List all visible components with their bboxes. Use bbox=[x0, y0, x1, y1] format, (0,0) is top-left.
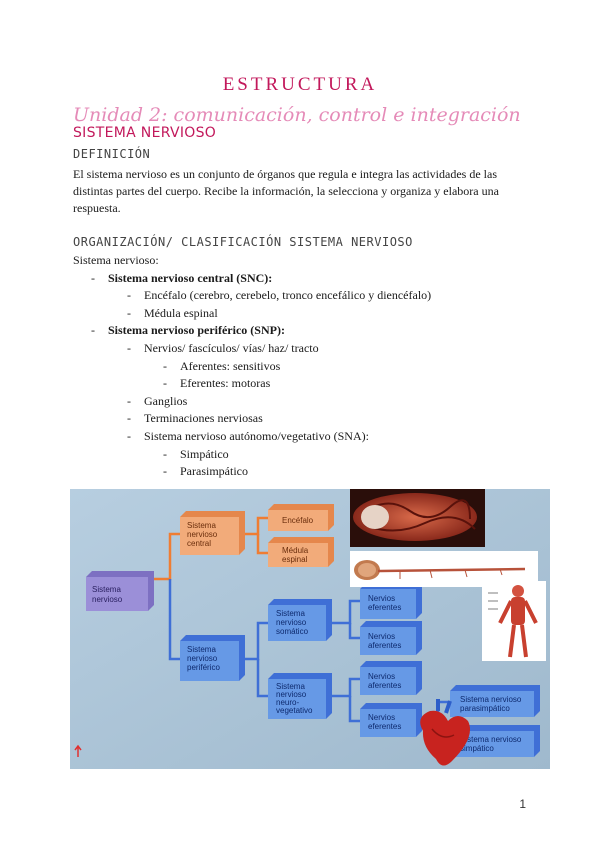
box-label-line: parasimpático bbox=[460, 704, 510, 713]
box-label-line: Sistema bbox=[187, 521, 216, 530]
list-bullet: - bbox=[127, 288, 131, 303]
box-aferentes-vegetativo: Nervios aferentes bbox=[360, 661, 422, 695]
list-intro: Sistema nervioso: bbox=[73, 253, 159, 267]
section-heading: SISTEMA NERVIOSO bbox=[73, 125, 217, 141]
box-parasimpatico: Sistema nervioso parasimpático bbox=[450, 685, 540, 717]
box-label-line: Nervios bbox=[368, 594, 395, 603]
box-somatico: Sistema nervioso somático bbox=[268, 599, 332, 641]
box-label-line: nervioso bbox=[187, 654, 218, 663]
box-sistema-nervioso: Sistema nervioso bbox=[86, 571, 154, 611]
small-arrow-icon bbox=[74, 744, 82, 757]
orange-connectors bbox=[154, 516, 268, 581]
list-item: - Terminaciones nerviosas bbox=[73, 410, 431, 428]
page-number: 1 bbox=[519, 797, 526, 811]
list-item: - Sistema nervioso autónomo/vegetativo (… bbox=[73, 428, 431, 446]
list-item: - Simpático bbox=[73, 446, 431, 464]
list-bullet: - bbox=[127, 393, 131, 408]
box-label-line: nervioso bbox=[92, 595, 123, 604]
box-label-line: vegetativo bbox=[276, 706, 313, 715]
box-label-line: somático bbox=[276, 627, 309, 636]
box-vegetativo: Sistema nervioso neuro- vegetativo bbox=[268, 673, 332, 719]
box-label-line: Sistema bbox=[92, 585, 121, 594]
box-label-line: eferentes bbox=[368, 603, 401, 612]
box-label-line: aferentes bbox=[368, 681, 401, 690]
box-label-line: periférico bbox=[187, 663, 220, 672]
definition-paragraph: El sistema nervioso es un conjunto de ór… bbox=[73, 167, 499, 215]
page-title: ESTRUCTURA bbox=[222, 74, 378, 95]
brain-photo bbox=[350, 489, 485, 547]
box-label-line: eferentes bbox=[368, 722, 401, 731]
box-label-line: Nervios bbox=[368, 713, 395, 722]
diagram-svg: Sistema nervioso Sistema nervioso centra… bbox=[70, 489, 550, 769]
list-item: - Encéfalo (cerebro, cerebelo, tronco en… bbox=[73, 287, 431, 305]
list-item: - Sistema nervioso central (SNC): bbox=[73, 270, 431, 288]
box-label-line: Nervios bbox=[368, 672, 395, 681]
list-item: - Parasimpático bbox=[73, 463, 431, 481]
box-medula: Médula espinal bbox=[268, 537, 334, 567]
box-eferentes-vegetativo: Nervios eferentes bbox=[360, 703, 422, 737]
box-label-line: Médula bbox=[282, 546, 309, 555]
box-label-line: Sistema nervioso bbox=[460, 695, 522, 704]
box-label-line: neuro- bbox=[276, 698, 299, 707]
box-aferentes-somatico: Nervios aferentes bbox=[360, 621, 422, 655]
box-simpatico: Sistema nervioso simpático bbox=[450, 725, 540, 757]
list-item: - Eferentes: motoras bbox=[73, 375, 431, 393]
box-label-line: espinal bbox=[282, 555, 308, 564]
box-label-line: Sistema bbox=[276, 682, 305, 691]
nervous-system-diagram: Sistema nervioso Sistema nervioso centra… bbox=[70, 489, 550, 769]
list-bullet: - bbox=[91, 270, 95, 285]
list-bullet: - bbox=[127, 428, 131, 443]
definition-heading: DEFINICIÓN bbox=[73, 147, 151, 161]
box-label-line: simpático bbox=[460, 744, 494, 753]
list-item: - Ganglios bbox=[73, 393, 431, 411]
box-label-line: Sistema bbox=[276, 609, 305, 618]
box-label-line: Sistema nervioso bbox=[460, 735, 522, 744]
box-label-line: central bbox=[187, 539, 211, 548]
box-encefalo: Encéfalo bbox=[268, 504, 334, 531]
box-eferentes-somatico: Nervios eferentes bbox=[360, 583, 422, 619]
body-nervous-figure bbox=[482, 581, 546, 661]
list-bullet: - bbox=[163, 358, 167, 373]
organization-heading: ORGANIZACIÓN/ CLASIFICACIÓN SISTEMA NERV… bbox=[73, 235, 413, 249]
list-bullet: - bbox=[127, 305, 131, 320]
list-bullet: - bbox=[163, 446, 167, 461]
list-bullet: - bbox=[163, 376, 167, 391]
list-bullet: - bbox=[127, 340, 131, 355]
box-label-line: aferentes bbox=[368, 641, 401, 650]
list-item: - Nervios/ fascículos/ vías/ haz/ tracto bbox=[73, 340, 431, 358]
box-label-line: nervioso bbox=[187, 530, 218, 539]
box-snp: Sistema nervioso periférico bbox=[180, 635, 245, 681]
heart-illustration bbox=[420, 699, 470, 766]
list-bullet: - bbox=[163, 464, 167, 479]
unit-subtitle: Unidad 2: comunicación, control e integr… bbox=[73, 104, 521, 126]
list-item: - Médula espinal bbox=[73, 305, 431, 323]
box-label-line: nervioso bbox=[276, 690, 307, 699]
box-label-line: Nervios bbox=[368, 632, 395, 641]
list-bullet: - bbox=[91, 323, 95, 338]
box-label-line: Encéfalo bbox=[282, 516, 314, 525]
box-snc: Sistema nervioso central bbox=[180, 511, 245, 555]
box-label-line: nervioso bbox=[276, 618, 307, 627]
list-item: - Sistema nervioso periférico (SNP): bbox=[73, 322, 431, 340]
list-bullet: - bbox=[127, 411, 131, 426]
classification-list: Sistema nervioso: - Sistema nervioso cen… bbox=[73, 252, 431, 481]
list-item: - Aferentes: sensitivos bbox=[73, 358, 431, 376]
box-label-line: Sistema bbox=[187, 645, 216, 654]
